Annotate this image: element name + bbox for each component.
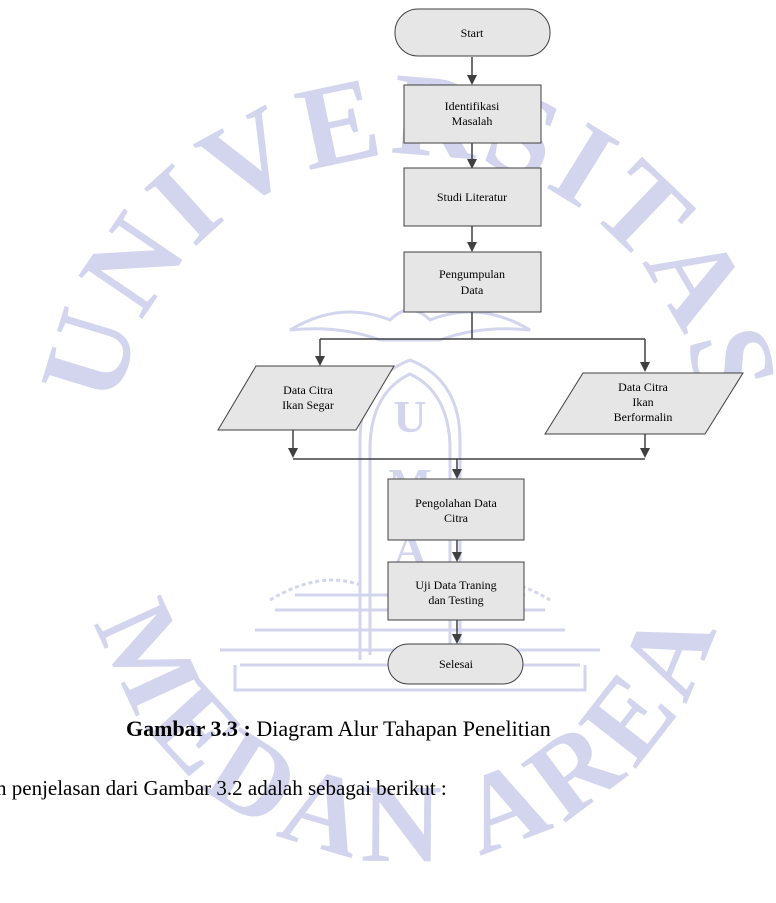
selesai-label: Selesai <box>439 657 474 671</box>
pengumpulan-data-process <box>403 251 542 313</box>
pengolahan-data-citra-process <box>387 478 525 541</box>
formalin-label-line3: Berformalin <box>614 410 673 424</box>
pengumpulan-label-line1: Pengumpulan <box>439 267 505 281</box>
formalin-label-line1: Data Citra <box>618 380 668 394</box>
identifikasi-label-line2: Masalah <box>452 114 493 128</box>
watermark-letter-u: U <box>393 391 426 442</box>
uji-label-line2: dan Testing <box>428 593 483 607</box>
pengolahan-label-line1: Pengolahan Data <box>415 496 497 510</box>
studi-label: Studi Literatur <box>437 190 507 204</box>
identifikasi-masalah-process <box>403 84 542 144</box>
figure-caption-label: Gambar 3.3 : <box>126 716 251 741</box>
pengumpulan-label-line2: Data <box>461 283 484 297</box>
pengolahan-label-line2: Citra <box>444 511 469 525</box>
uji-label-line1: Uji Data Traning <box>415 578 496 592</box>
data-citra-ikan-segar-io <box>217 365 395 431</box>
figure-caption-text: Diagram Alur Tahapan Penelitian <box>250 716 551 741</box>
formalin-label-line2: Ikan <box>632 395 653 409</box>
studi-literatur-process <box>403 167 542 227</box>
start-terminator <box>394 8 551 57</box>
identifikasi-label-line1: Identifikasi <box>445 99 500 113</box>
segar-label-line1: Data Citra <box>283 383 333 397</box>
data-citra-ikan-berformalin-io <box>544 372 744 435</box>
body-paragraph: n penjelasan dari Gambar 3.2 adalah seba… <box>0 776 447 800</box>
segar-label-line2: Ikan Segar <box>282 398 334 412</box>
start-label: Start <box>461 26 484 40</box>
figure-caption: Gambar 3.3 : Diagram Alur Tahapan Peneli… <box>126 716 551 742</box>
uji-data-process <box>387 561 525 621</box>
selesai-terminator <box>387 643 524 685</box>
